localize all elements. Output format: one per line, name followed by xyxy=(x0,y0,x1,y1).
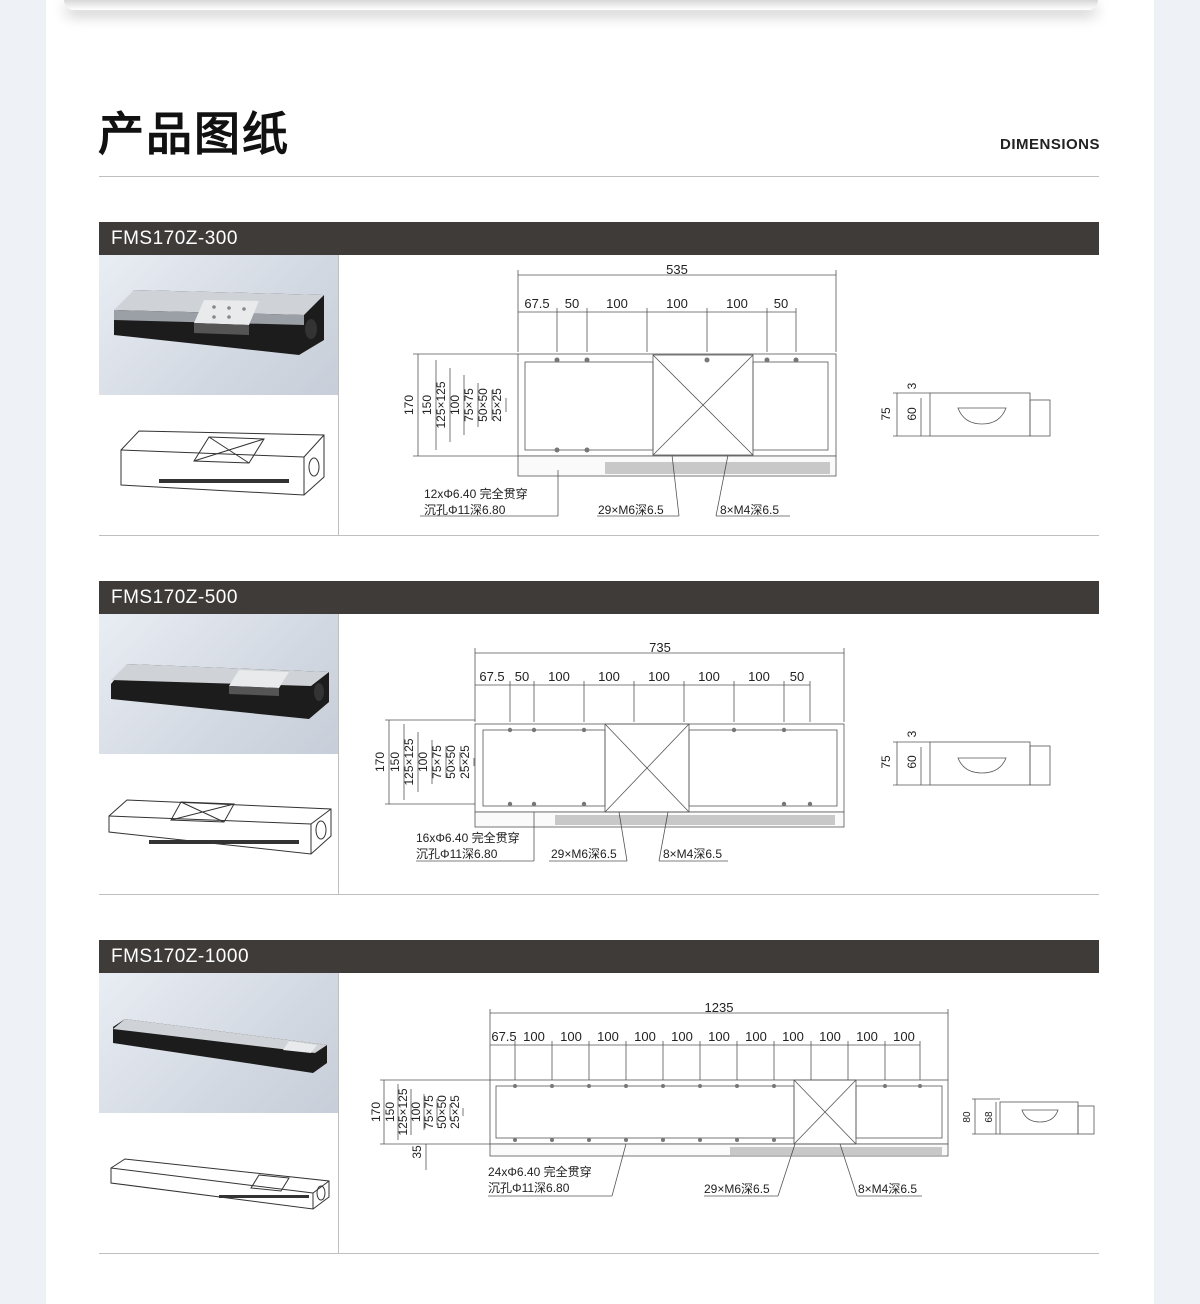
dim-pitch: 100 xyxy=(726,296,748,311)
title-divider xyxy=(99,176,1099,177)
product-line-art-1000 xyxy=(99,1113,338,1253)
section-header-500: FMS170Z-500 xyxy=(99,581,1099,614)
section-divider-300 xyxy=(338,255,339,535)
section-header-1000: FMS170Z-1000 xyxy=(99,940,1099,973)
dim-total: 535 xyxy=(666,262,688,277)
dim-height: 25×25 xyxy=(458,745,472,779)
dim-height: 170 xyxy=(369,1102,383,1122)
dim-pitch: 50 xyxy=(774,296,788,311)
callout-through-holes: 12xΦ6.40 完全贯穿 xyxy=(424,486,528,501)
dim-height: 100 xyxy=(416,752,430,772)
dim-pitch: 100 xyxy=(666,296,688,311)
dim-pitch: 50 xyxy=(515,669,529,684)
dim-height: 75×75 xyxy=(430,745,444,779)
dim-pitch: 100 xyxy=(745,1029,767,1044)
dim-height: 125×125 xyxy=(402,738,416,785)
dim-height: 75×75 xyxy=(462,388,476,422)
callout-through-holes: 24xΦ6.40 完全贯穿 xyxy=(488,1164,592,1179)
page-title: 产品图纸 xyxy=(98,107,290,161)
dim-height: 35 xyxy=(410,1145,424,1159)
product-render-300 xyxy=(99,255,338,395)
section-bottom-rule-1000 xyxy=(99,1253,1099,1254)
dim-height: 150 xyxy=(388,752,402,772)
dim-side: 75 xyxy=(879,755,893,769)
dim-pitch: 67.5 xyxy=(524,296,549,311)
dim-pitch: 100 xyxy=(671,1029,693,1044)
dim-pitch: 50 xyxy=(790,669,804,684)
dim-height: 125×125 xyxy=(396,1088,410,1135)
dim-height: 150 xyxy=(383,1102,397,1122)
dim-height: 170 xyxy=(402,395,416,415)
dim-pitch: 100 xyxy=(819,1029,841,1044)
dim-side: 80 xyxy=(962,1111,973,1123)
dim-height: 125×125 xyxy=(434,381,448,428)
dim-total: 735 xyxy=(649,640,671,655)
dim-pitch: 100 xyxy=(698,669,720,684)
dim-side: 3 xyxy=(905,730,919,737)
dim-height: 100 xyxy=(409,1102,423,1122)
dim-total: 1235 xyxy=(705,1000,734,1015)
dim-pitch: 100 xyxy=(523,1029,545,1044)
product-line-art-500 xyxy=(99,754,338,894)
dim-pitch: 100 xyxy=(606,296,628,311)
dim-height: 50×50 xyxy=(476,388,490,422)
dim-height: 170 xyxy=(373,752,387,772)
dim-pitch: 100 xyxy=(597,1029,619,1044)
dim-height: 100 xyxy=(448,395,462,415)
section-bottom-rule-300 xyxy=(99,535,1099,536)
callout-counterbore: 沉孔Φ11深6.80 xyxy=(488,1181,570,1195)
dim-pitch: 100 xyxy=(856,1029,878,1044)
callout-m6: 29×M6深6.5 xyxy=(704,1182,770,1196)
dim-height: 25×25 xyxy=(490,388,504,422)
dim-side: 60 xyxy=(905,407,919,421)
dim-pitch: 100 xyxy=(548,669,570,684)
dim-height: 150 xyxy=(420,395,434,415)
product-render-1000 xyxy=(99,973,338,1113)
dim-pitch: 100 xyxy=(560,1029,582,1044)
dim-pitch: 67.5 xyxy=(491,1029,516,1044)
section-divider-500 xyxy=(338,614,339,894)
page-subtitle: DIMENSIONS xyxy=(999,136,1100,153)
dim-side: 60 xyxy=(905,755,919,769)
dim-pitch: 100 xyxy=(748,669,770,684)
dim-height: 75×75 xyxy=(422,1095,436,1129)
top-shadow-bar xyxy=(64,0,1098,10)
dim-side: 3 xyxy=(905,382,919,389)
dim-height: 25×25 xyxy=(448,1095,462,1129)
section-bottom-rule-500 xyxy=(99,894,1099,895)
dim-side: 75 xyxy=(879,407,893,421)
product-render-500 xyxy=(99,614,338,754)
product-images-300 xyxy=(99,255,338,535)
dim-side: 68 xyxy=(984,1111,995,1123)
callout-counterbore: 沉孔Φ11深6.80 xyxy=(416,847,498,861)
dim-pitch: 100 xyxy=(648,669,670,684)
dim-height: 50×50 xyxy=(444,745,458,779)
callout-m4: 8×M4深6.5 xyxy=(663,847,722,861)
callout-through-holes: 16xΦ6.40 完全贯穿 xyxy=(416,830,520,845)
product-images-1000 xyxy=(99,973,338,1253)
dim-pitch: 50 xyxy=(565,296,579,311)
dim-height: 50×50 xyxy=(435,1095,449,1129)
dim-pitch: 100 xyxy=(708,1029,730,1044)
dim-pitch: 100 xyxy=(893,1029,915,1044)
dimension-drawing-500: 735 67.5 50 100 100 100 100 100 50 170 1… xyxy=(373,640,1051,862)
section-header-300: FMS170Z-300 xyxy=(99,222,1099,255)
callout-m6: 29×M6深6.5 xyxy=(551,847,617,861)
section-divider-1000 xyxy=(338,973,339,1253)
callout-m4: 8×M4深6.5 xyxy=(858,1182,917,1196)
callout-m6: 29×M6深6.5 xyxy=(598,503,664,517)
dim-pitch: 100 xyxy=(782,1029,804,1044)
dim-pitch: 100 xyxy=(634,1029,656,1044)
dimension-drawing-300: 535 67.5 50 100 100 100 50 170 150 125×1… xyxy=(402,262,1051,517)
product-line-art-300 xyxy=(99,395,338,535)
callout-m4: 8×M4深6.5 xyxy=(720,503,779,517)
dim-pitch: 100 xyxy=(598,669,620,684)
dim-pitch: 67.5 xyxy=(479,669,504,684)
dimension-drawing-1000: 1235 67.5 100 100 100 100 100 100 100 10… xyxy=(369,1000,1095,1197)
product-images-500 xyxy=(99,614,338,894)
callout-counterbore: 沉孔Φ11深6.80 xyxy=(424,503,506,517)
